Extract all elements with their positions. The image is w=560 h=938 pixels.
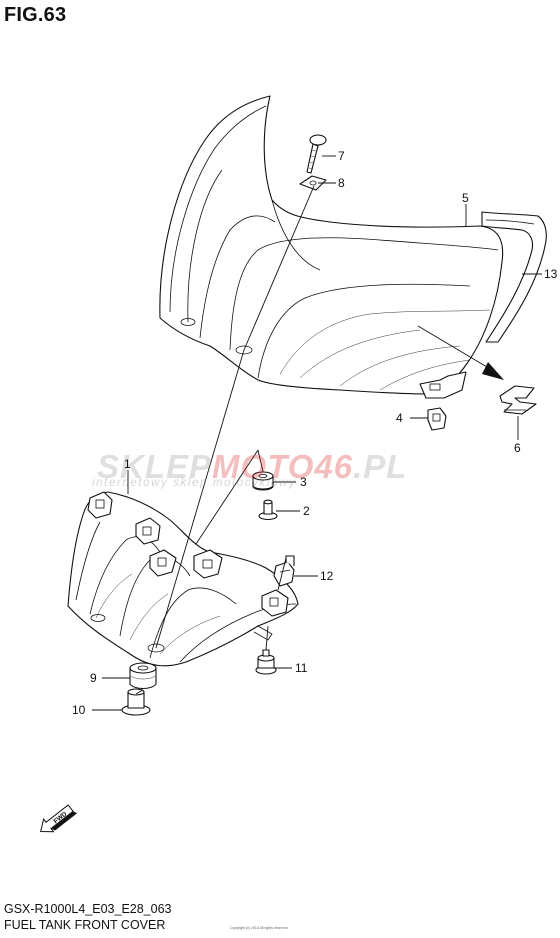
copyright-note: Copyright (c) 2014 All rights reserved xyxy=(230,926,288,930)
callout-12: 12 xyxy=(320,569,334,583)
figure-title: FIG.63 xyxy=(4,4,67,26)
diagram-code: GSX-R1000L4_E03_E28_063 xyxy=(4,902,172,916)
part-6-emblem xyxy=(499,385,537,415)
callout-4: 4 xyxy=(396,411,403,425)
callout-3: 3 xyxy=(300,475,307,489)
assembly-lines xyxy=(135,185,315,695)
callout-11: 11 xyxy=(295,661,308,675)
watermark-subtitle: internetowy sklep motocyklowy xyxy=(92,477,297,489)
part-4-clip xyxy=(427,407,447,431)
watermark-part-a: SKLEP xyxy=(97,448,213,485)
callout-leaders xyxy=(92,155,542,711)
diagram-name: FUEL TANK FRONT COVER xyxy=(4,918,166,932)
part-2-collar xyxy=(258,499,278,521)
part-7-bolt xyxy=(306,134,327,174)
emblem-arrow xyxy=(417,325,504,380)
watermark-part-b: MOTO46 xyxy=(212,448,354,485)
callout-5: 5 xyxy=(462,191,469,205)
part-8-washer xyxy=(299,175,327,191)
part-3-grommet xyxy=(252,471,274,491)
part-1-lower-cover xyxy=(67,491,299,667)
callout-8: 8 xyxy=(338,176,345,190)
watermark-part-c: .PL xyxy=(353,448,408,485)
part-13-trim xyxy=(481,211,547,343)
part-9-grommet xyxy=(129,662,157,690)
part-5-front-cover xyxy=(159,95,504,399)
callout-2: 2 xyxy=(303,504,310,518)
forward-direction-icon: FWD xyxy=(40,804,78,833)
callout-10: 10 xyxy=(72,703,86,717)
callout-9: 9 xyxy=(90,671,97,685)
watermark-logo-text: SKLEPMOTO46.PL xyxy=(97,448,407,486)
callout-6: 6 xyxy=(514,441,521,455)
callout-7: 7 xyxy=(338,149,345,163)
part-10-collar xyxy=(121,688,151,716)
part-11-collar xyxy=(255,649,277,675)
callout-1: 1 xyxy=(124,457,131,471)
callout-13: 13 xyxy=(544,267,558,281)
part-12-nut xyxy=(273,555,295,587)
